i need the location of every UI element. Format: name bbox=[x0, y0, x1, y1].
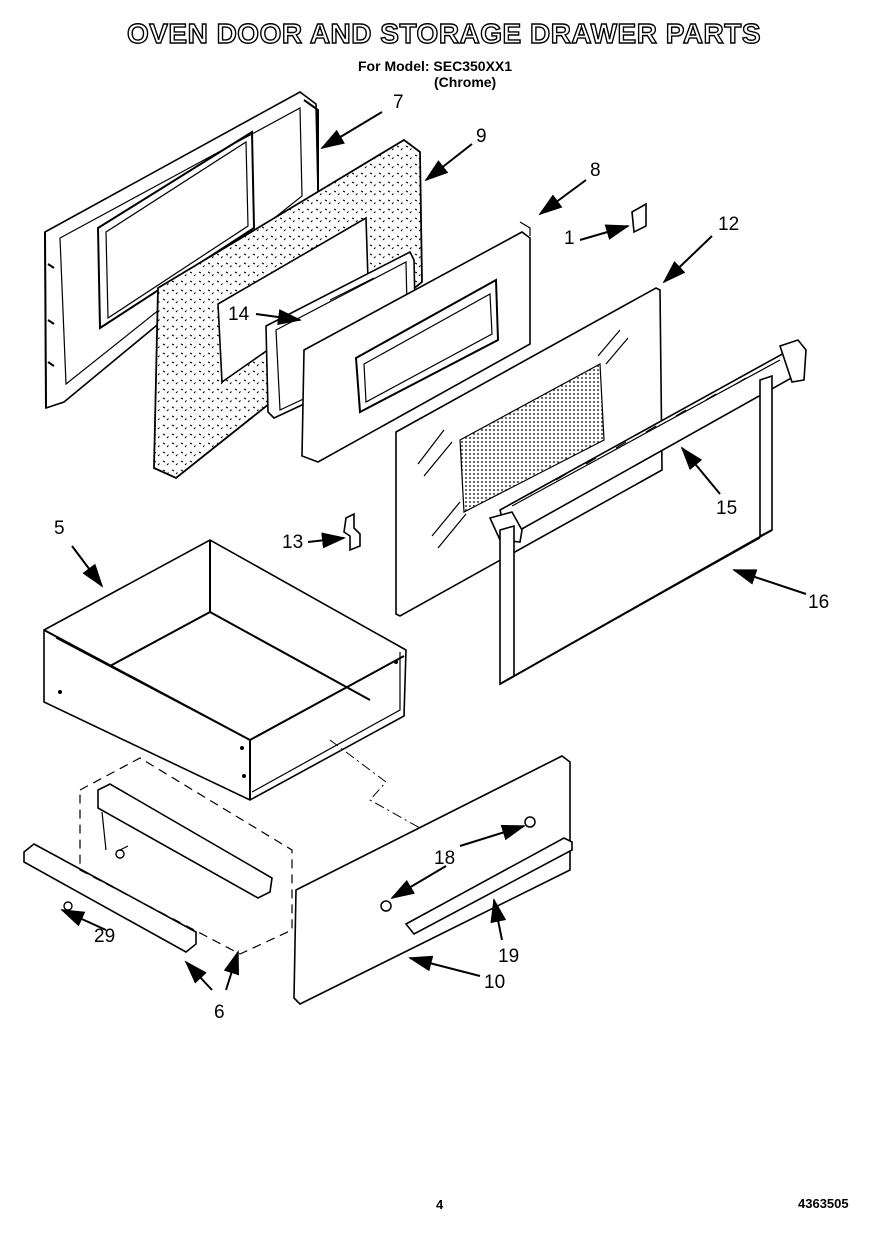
document-number: 4363505 bbox=[798, 1196, 849, 1211]
finish-line: (Chrome) bbox=[434, 74, 497, 90]
callout-6: 6 bbox=[214, 1002, 225, 1023]
model-line: For Model: SEC350XX1 bbox=[358, 58, 513, 74]
assembly-line bbox=[329, 739, 421, 829]
page-number: 4 bbox=[436, 1197, 444, 1212]
door-outer-frame bbox=[44, 91, 319, 410]
door-glass bbox=[395, 287, 663, 617]
callout-16: 16 bbox=[808, 592, 829, 613]
hinge-bracket bbox=[343, 512, 361, 552]
page-title: OVEN DOOR AND STORAGE DRAWER PARTS bbox=[126, 17, 762, 49]
drawer-box bbox=[43, 539, 407, 801]
inner-door-panel bbox=[301, 221, 531, 463]
drawer-slides bbox=[23, 757, 293, 955]
callout-14: 14 bbox=[228, 304, 250, 325]
callout-18: 18 bbox=[434, 848, 455, 869]
callout-29: 29 bbox=[94, 926, 115, 947]
callout-7: 7 bbox=[393, 92, 404, 113]
callout-8: 8 bbox=[590, 160, 601, 181]
callout-12: 12 bbox=[718, 214, 739, 235]
callout-19: 19 bbox=[498, 946, 519, 967]
callout-13: 13 bbox=[282, 532, 303, 553]
door-insulation bbox=[153, 138, 423, 480]
handle-and-trim bbox=[488, 339, 807, 686]
callout-10: 10 bbox=[484, 972, 505, 993]
callout-5: 5 bbox=[54, 518, 65, 539]
callout-15: 15 bbox=[716, 498, 737, 519]
door-clip bbox=[631, 202, 647, 234]
model-caption: For Model: SEC350XX1 (Chrome) bbox=[358, 58, 512, 90]
leader-arrows bbox=[60, 111, 807, 991]
callout-1: 1 bbox=[564, 228, 575, 249]
drawer-front bbox=[293, 755, 573, 1005]
callout-9: 9 bbox=[476, 126, 487, 147]
